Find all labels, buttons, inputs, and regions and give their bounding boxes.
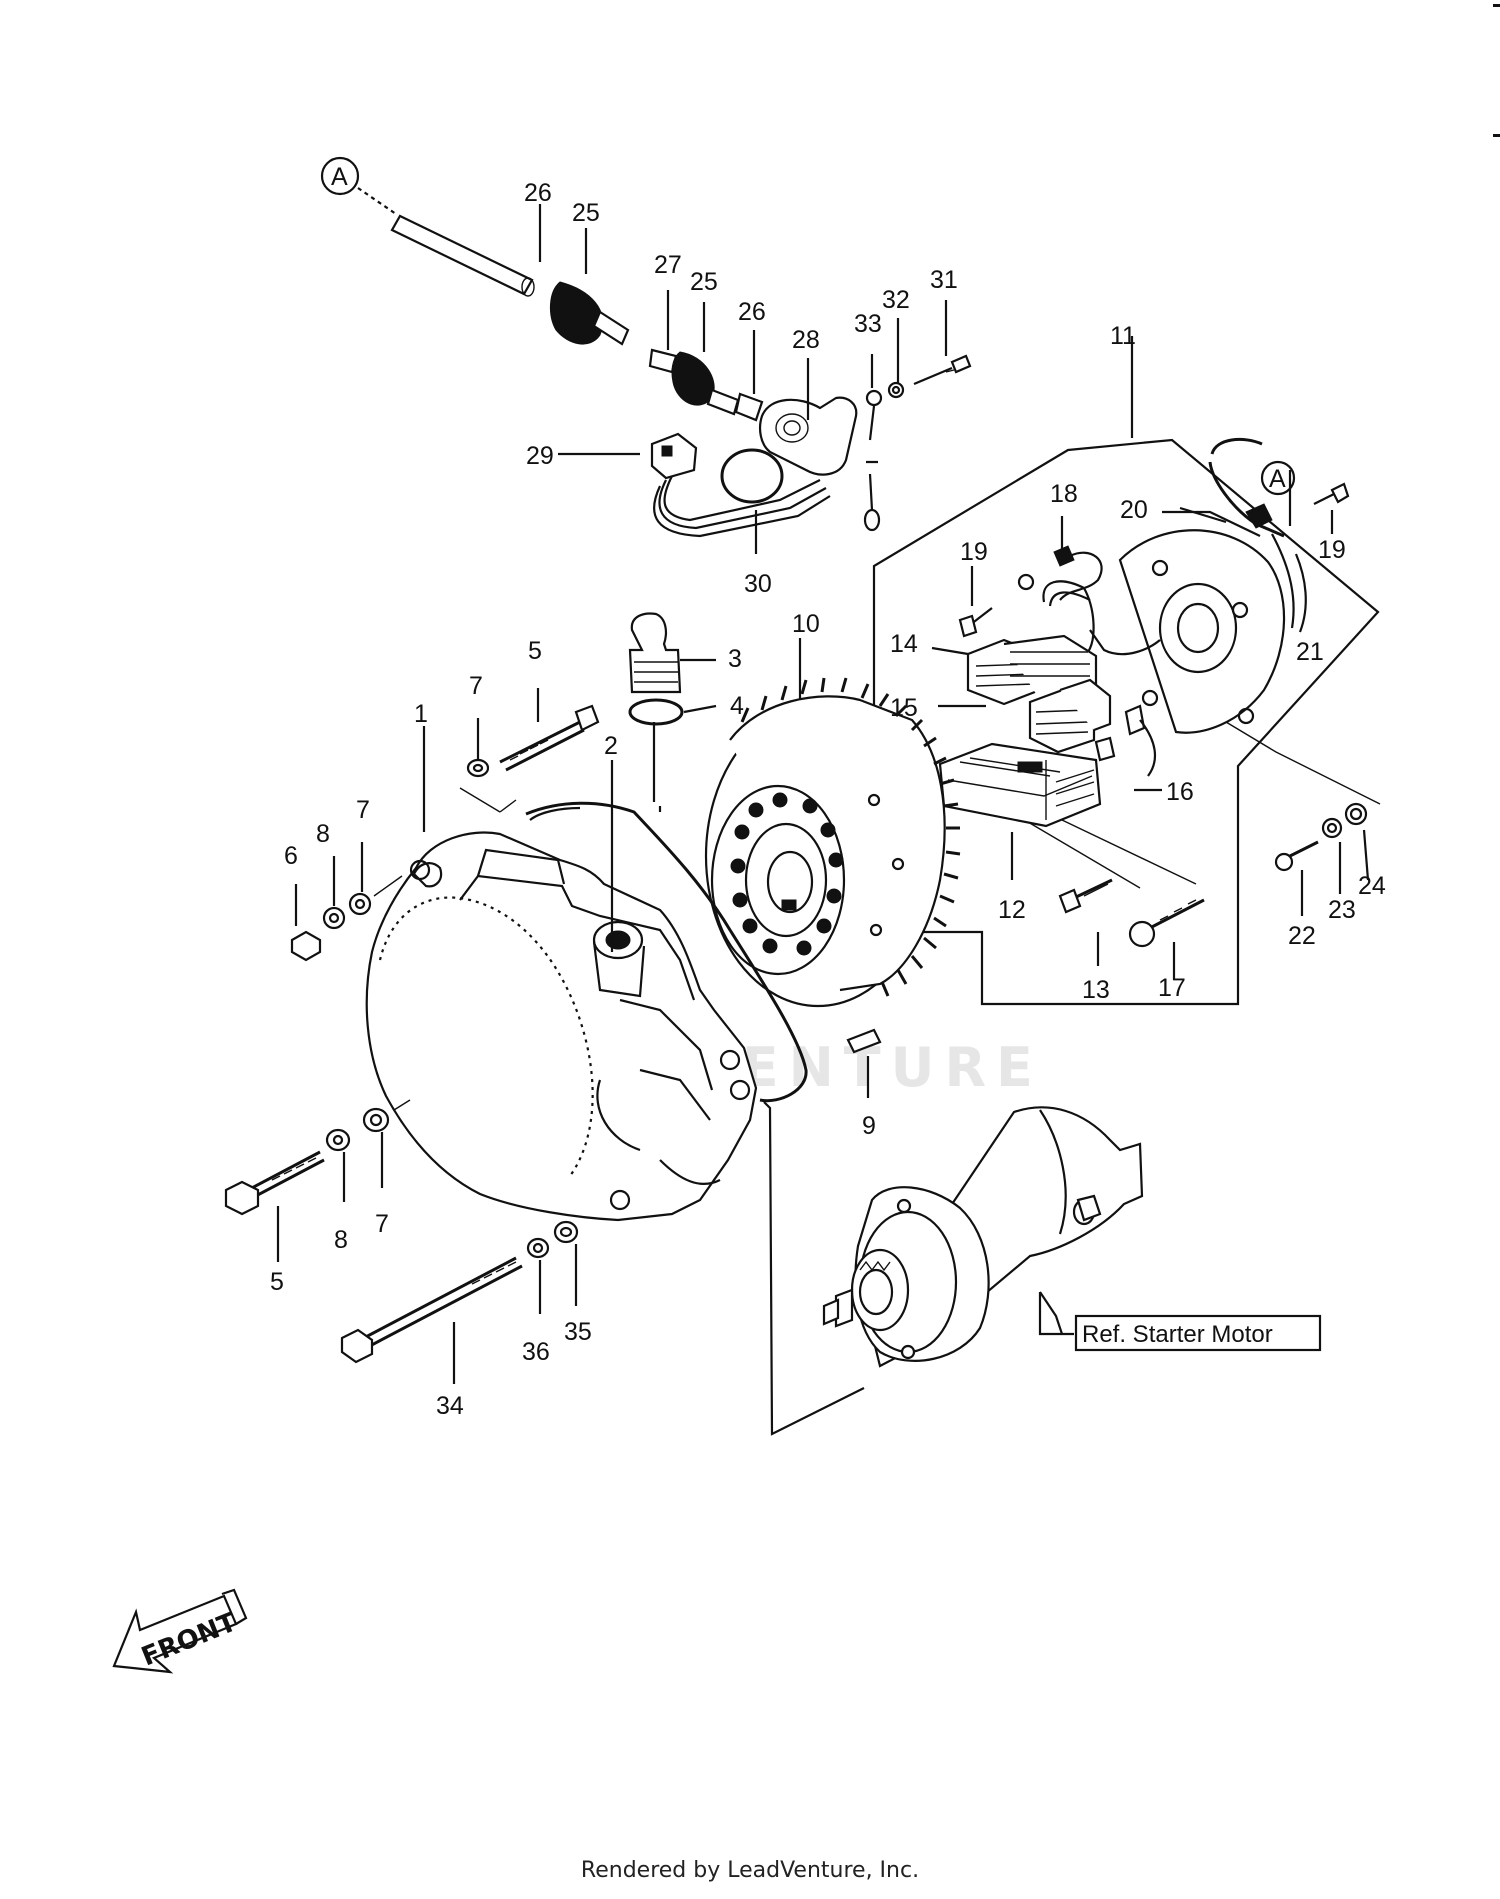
label-part-25: 25: [690, 268, 718, 296]
starter-bracket-line: [763, 1101, 865, 1436]
label-part-11: 11: [1110, 322, 1136, 350]
svg-text:A: A: [331, 163, 348, 191]
label-part-15: 15: [890, 694, 918, 722]
callout-a-top: A: [320, 156, 397, 215]
stator-kit-box: A: [872, 336, 1381, 1006]
label-part-30: 30: [744, 570, 772, 598]
label-part-19: 19: [960, 538, 988, 566]
label-part-10: 10: [792, 610, 820, 638]
label-part-14: 14: [890, 630, 918, 658]
label-part-7: 7: [375, 1210, 389, 1238]
label-part-26: 26: [524, 179, 552, 207]
label-part-28: 28: [792, 326, 820, 354]
screw-17: [1128, 898, 1205, 948]
label-part-5: 5: [528, 637, 542, 665]
label-part-33: 33: [854, 310, 882, 338]
label-part-4: 4: [730, 692, 744, 720]
label-part-20: 20: [1120, 496, 1148, 524]
label-part-13: 13: [1082, 976, 1110, 1004]
label-part-8: 8: [316, 820, 330, 848]
svg-text:A: A: [1269, 465, 1286, 493]
label-part-12: 12: [998, 896, 1026, 924]
footer-credit: Rendered by LeadVenture, Inc.: [580, 1858, 920, 1883]
label-part-16: 16: [1166, 778, 1194, 806]
ref-starter-motor-label: Ref. Starter Motor: [1082, 1321, 1273, 1348]
label-part-32: 32: [882, 286, 910, 314]
label-part-7: 7: [469, 672, 483, 700]
label-part-31: 31: [930, 266, 958, 294]
label-part-27: 27: [654, 251, 682, 279]
part-labels: 1 2 3 4 5 5 6 7 7 7 8 8 9 10 11 12 13 14…: [270, 179, 1386, 1420]
screw-13: [1058, 878, 1113, 914]
coil-12: [938, 742, 1102, 828]
label-part-6: 6: [284, 842, 298, 870]
drive-assembly: A: [320, 156, 972, 538]
label-part-24: 24: [1358, 872, 1386, 900]
label-part-21: 21: [1296, 638, 1324, 666]
label-part-8: 8: [334, 1226, 348, 1254]
label-part-1: 1: [414, 700, 428, 728]
label-part-19: 19: [1318, 536, 1346, 564]
bolt-34: [340, 1220, 579, 1384]
label-part-23: 23: [1328, 896, 1356, 924]
flywheel: [704, 677, 961, 1008]
edge-mark-top: [1493, 4, 1500, 7]
bolt-5-lower: [224, 1099, 411, 1262]
label-part-7: 7: [356, 796, 370, 824]
ref-starter-motor-box: Ref. Starter Motor: [1038, 1292, 1322, 1352]
label-part-25: 25: [572, 199, 600, 227]
label-part-36: 36: [522, 1338, 550, 1366]
label-part-3: 3: [728, 645, 742, 673]
label-part-18: 18: [1050, 480, 1078, 508]
starter-motor: [822, 1106, 1144, 1368]
coil-14: [966, 634, 1098, 706]
label-part-35: 35: [564, 1318, 592, 1346]
label-part-17: 17: [1158, 974, 1186, 1002]
label-part-29: 29: [526, 442, 554, 470]
nut-washers-upper: [290, 842, 403, 962]
label-part-26: 26: [738, 298, 766, 326]
front-arrow: FRONT: [112, 1588, 248, 1674]
label-part-9: 9: [862, 1112, 876, 1140]
label-part-34: 34: [436, 1392, 464, 1420]
callout-a-right: A: [1260, 460, 1296, 496]
dowel-pin-9: [846, 1028, 882, 1098]
label-part-22: 22: [1288, 922, 1316, 950]
generator-cover: [365, 801, 808, 1222]
coil-15: [1028, 678, 1112, 754]
edge-mark-middle: [1493, 134, 1500, 137]
label-part-5: 5: [270, 1268, 284, 1296]
filler-cap: [628, 612, 717, 726]
bolt-5-upper: [459, 688, 600, 813]
label-part-2: 2: [604, 732, 618, 760]
leader-lines: [422, 204, 1370, 980]
